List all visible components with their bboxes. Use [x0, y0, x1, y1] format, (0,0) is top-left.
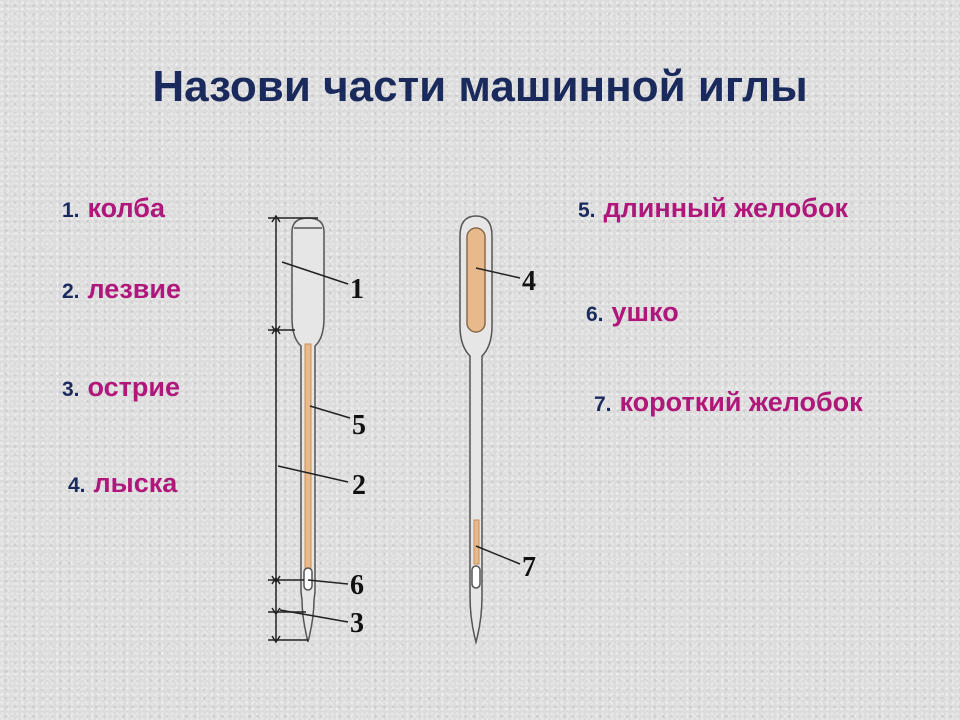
callout-6: 6	[350, 570, 364, 601]
term-item-3: 3. острие	[62, 372, 180, 403]
page-title: Назови части машинной иглы	[152, 62, 808, 111]
callout-3: 3	[350, 608, 364, 639]
dimension-lines	[268, 214, 318, 644]
term-item-2: 2. лезвие	[62, 274, 181, 305]
term-number: 2.	[62, 280, 80, 303]
term-number: 6.	[586, 303, 604, 326]
term-label: короткий желобок	[619, 387, 863, 417]
needle-side-view	[291, 217, 325, 643]
term-number: 5.	[578, 199, 596, 222]
term-label: длинный желобок	[603, 193, 848, 223]
callout-7: 7	[522, 552, 536, 583]
leader-lines-right	[475, 267, 521, 565]
term-label: колба	[87, 193, 165, 223]
needle-front-view	[459, 215, 493, 645]
term-item-5: 5. длинный желобок	[578, 193, 848, 224]
term-label: лезвие	[87, 274, 181, 304]
callout-1: 1	[350, 274, 364, 305]
term-item-6: 6. ушко	[586, 297, 679, 328]
term-label: лыска	[93, 468, 178, 498]
term-item-4: 4. лыска	[68, 468, 177, 499]
term-number: 7.	[594, 393, 612, 416]
term-label: острие	[87, 372, 180, 402]
leader-lines-left	[277, 261, 351, 623]
term-number: 4.	[68, 474, 86, 497]
term-number: 3.	[62, 378, 80, 401]
callout-2: 2	[352, 470, 366, 501]
term-item-7: 7. короткий желобок	[594, 387, 863, 418]
term-item-1: 1. колба	[62, 193, 165, 224]
callout-4: 4	[522, 266, 536, 297]
term-label: ушко	[611, 297, 679, 327]
term-number: 1.	[62, 199, 80, 222]
callout-5: 5	[352, 410, 366, 441]
